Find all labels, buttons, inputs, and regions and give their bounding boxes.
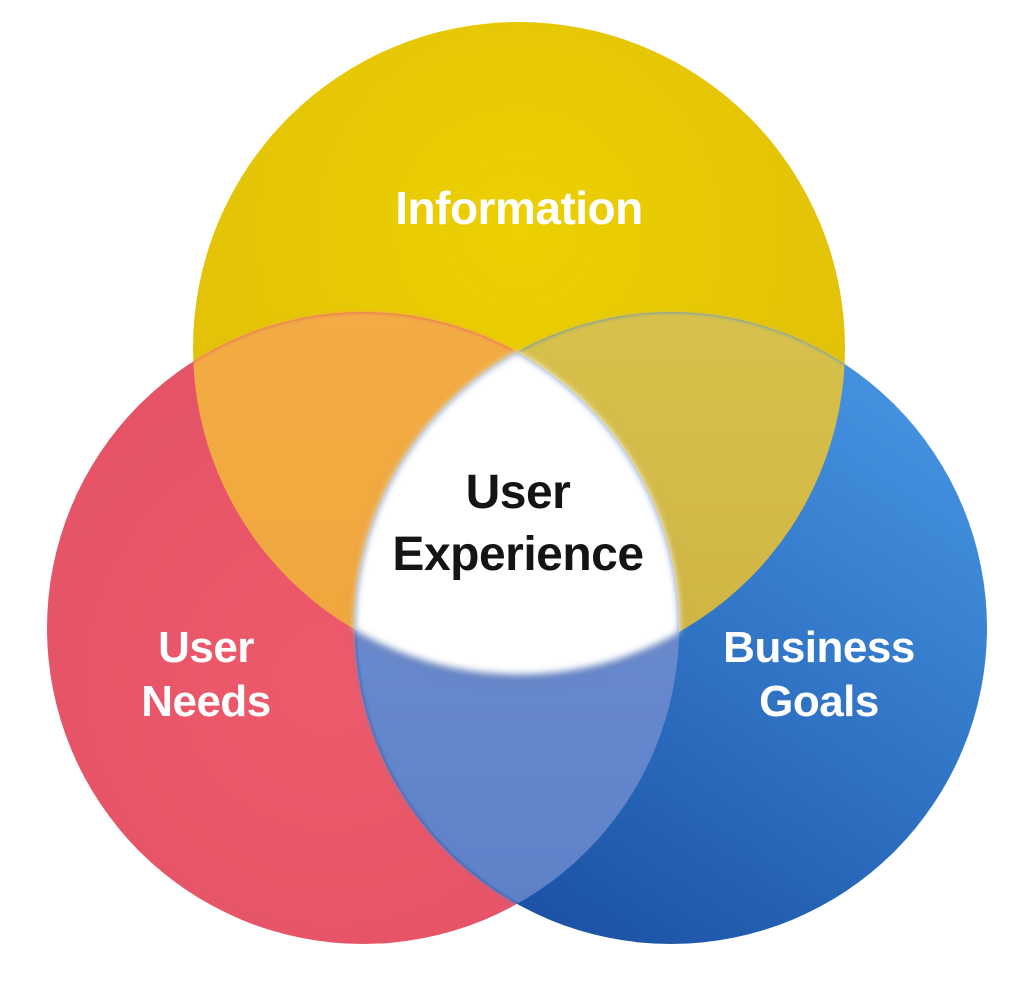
user-needs-label-line1: User — [158, 623, 254, 672]
user-experience-label-line1: User — [465, 466, 571, 519]
user-needs-label-line2: Needs — [141, 677, 271, 726]
business-goals-label-line2: Goals — [759, 677, 879, 726]
user-experience-label-line2: Experience — [392, 528, 644, 581]
user-experience-label: User Experience — [392, 462, 644, 586]
user-needs-label: User Needs — [141, 621, 271, 729]
information-label: Information — [395, 182, 643, 234]
business-goals-label: Business Goals — [723, 621, 915, 729]
business-goals-label-line1: Business — [723, 623, 915, 672]
